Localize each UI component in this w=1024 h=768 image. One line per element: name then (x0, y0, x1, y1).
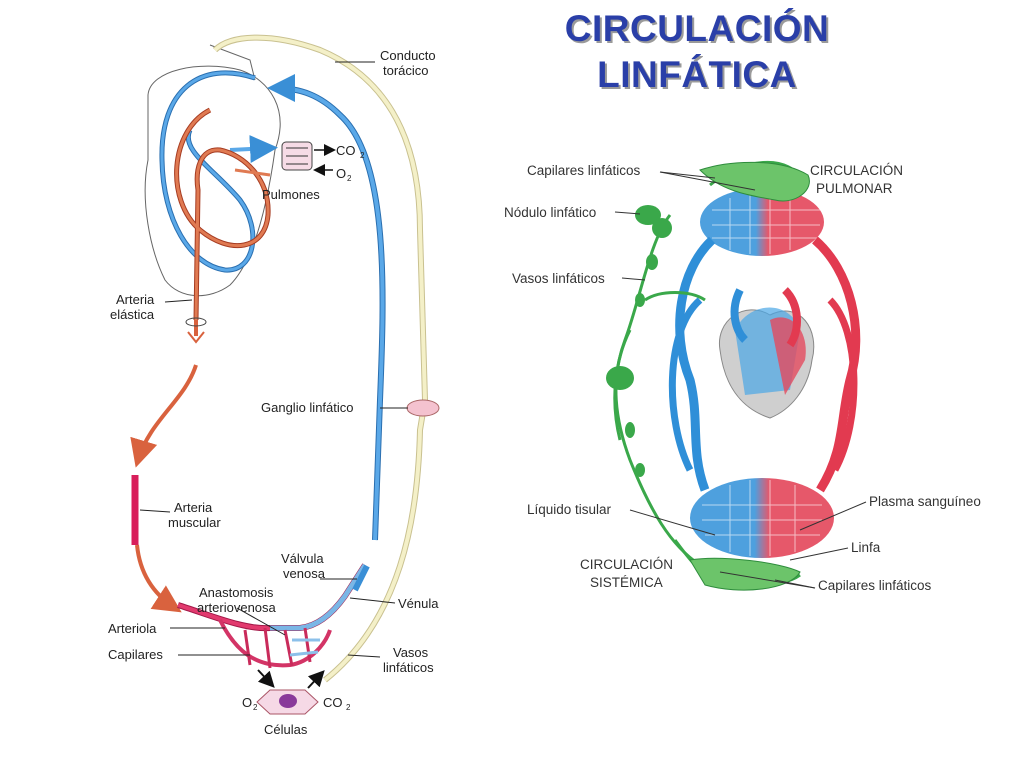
label-anastomosis-1: Anastomosis (199, 585, 274, 600)
label-o2-top-sub: 2 (347, 174, 352, 183)
slide-title-line-2: LINFÁTICA (597, 54, 797, 95)
capillary-bed (177, 563, 370, 669)
elastic-artery-arrow (185, 317, 207, 344)
label-circ-pulmonar-2: PULMONAR (816, 181, 893, 196)
pulmonary-capillary-bed (700, 188, 824, 256)
blue-vessel-left (675, 236, 716, 492)
label-co2-top-sub: 2 (360, 151, 365, 160)
label-arteria-elastica-2: elástica (110, 307, 155, 322)
red-vessel-right (811, 236, 861, 493)
label-conducto-1: Conducto (380, 48, 436, 63)
systemic-lymph-capillaries (689, 557, 801, 591)
label-o2-bottom: O (242, 695, 252, 710)
label-nodulo: Nódulo linfático (504, 205, 596, 220)
left-pointer-lines (139, 61, 408, 658)
label-capilares-bottom: Capilares linfáticos (818, 578, 932, 593)
systemic-vein-return (267, 74, 386, 541)
label-arteria-elastica-1: Arteria (116, 292, 155, 307)
label-celulas: Células (264, 722, 308, 737)
label-valvula-2: venosa (283, 566, 326, 581)
descending-artery (130, 364, 198, 613)
label-vasos-2: linfáticos (383, 660, 434, 675)
label-venula: Vénula (398, 596, 439, 611)
heart-vessel-loops (159, 70, 278, 321)
label-liquido: Líquido tisular (527, 502, 612, 517)
label-conducto-2: torácico (383, 63, 429, 78)
label-co2-bottom: CO (323, 695, 343, 710)
label-arteria-muscular-1: Arteria (174, 500, 213, 515)
label-o2-top: O (336, 166, 346, 181)
cell-icon (256, 689, 319, 715)
o2-cell-arrow (257, 669, 275, 688)
label-anastomosis-2: arteriovenosa (197, 600, 277, 615)
label-ganglio: Ganglio linfático (261, 400, 354, 415)
right-pointer-lines (614, 171, 867, 589)
label-plasma: Plasma sanguíneo (869, 494, 981, 509)
label-pulmones: Pulmones (262, 187, 320, 202)
label-o2-bottom-sub: 2 (253, 703, 258, 712)
lymph-nodules (606, 205, 672, 477)
slide-title-line-1: CIRCULACIÓN (564, 8, 830, 49)
pulmonary-lymph-capillaries (699, 161, 810, 202)
label-capilares: Capilares (108, 647, 163, 662)
label-vasos-1: Vasos (393, 645, 429, 660)
thoracic-duct (212, 34, 429, 683)
label-co2-top: CO (336, 143, 356, 158)
label-valvula-1: Válvula (281, 551, 324, 566)
co2-cell-arrow (307, 670, 325, 689)
label-circ-sistemica-2: SISTÉMICA (590, 575, 663, 590)
label-arteria-muscular-2: muscular (168, 515, 221, 530)
label-linfa: Linfa (851, 540, 881, 555)
label-circ-pulmonar-1: CIRCULACIÓN (810, 163, 903, 178)
lungs-icon (281, 141, 313, 171)
label-vasos: Vasos linfáticos (512, 271, 605, 286)
label-circ-sistemica-1: CIRCULACIÓN (580, 557, 673, 572)
label-arteriola: Arteriola (108, 621, 157, 636)
heart-icon (719, 287, 815, 419)
label-co2-bottom-sub: 2 (346, 703, 351, 712)
label-capilares-top: Capilares linfáticos (527, 163, 641, 178)
systemic-capillary-bed (690, 478, 834, 558)
heart-outline (144, 44, 281, 297)
